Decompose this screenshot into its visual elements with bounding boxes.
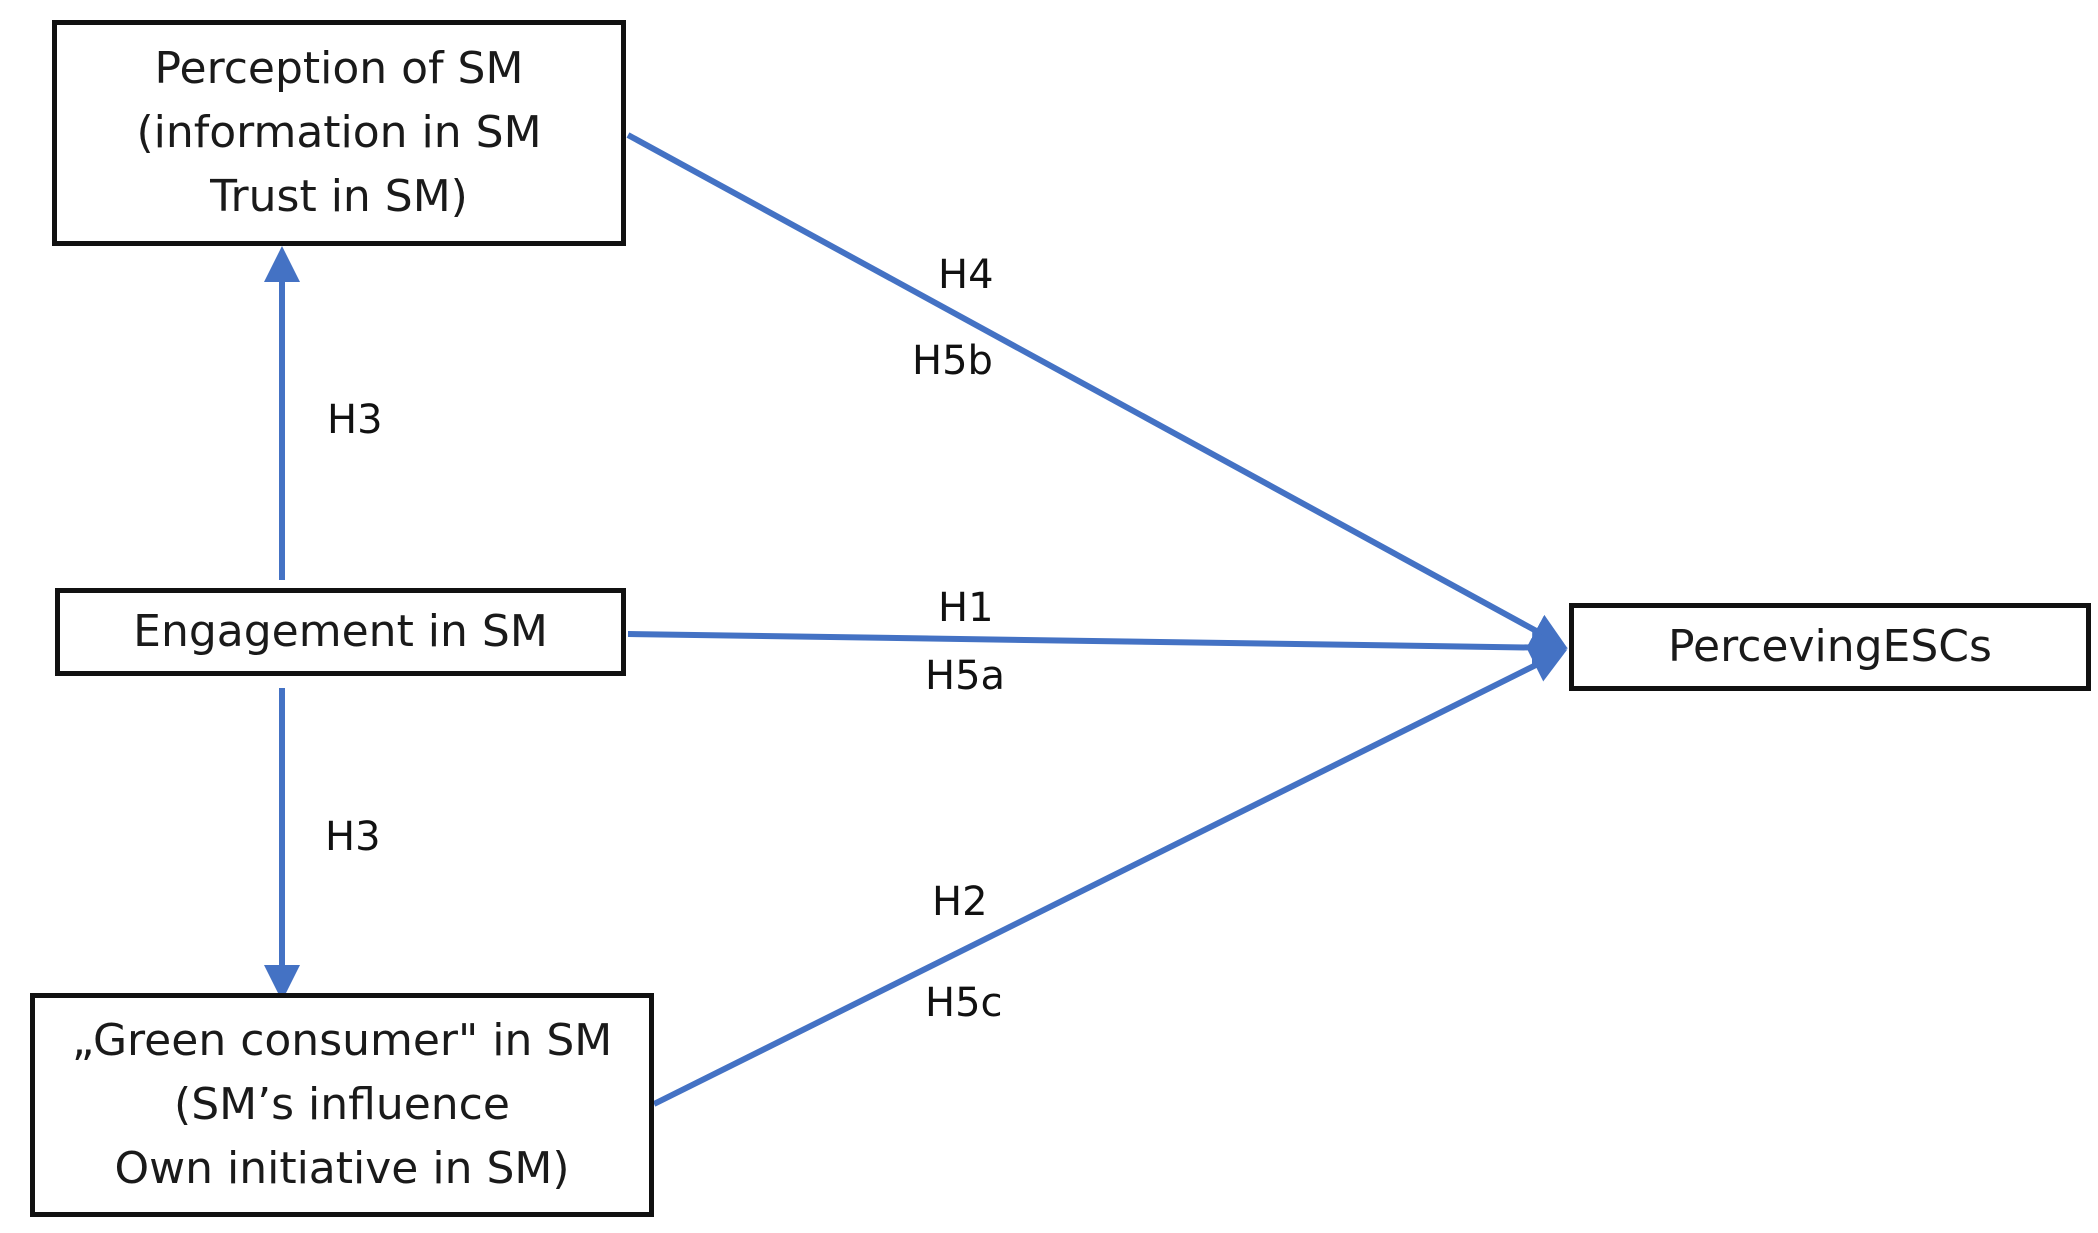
edge-label-h5b: H5b: [912, 338, 993, 384]
perceiving-escs-line-1: PercevingESCs: [1668, 621, 1992, 672]
edge-label-h4: H4: [938, 252, 994, 298]
edge-label-h2: H2: [932, 879, 988, 925]
edge-label-h5c: H5c: [925, 980, 1003, 1026]
perception-line-2: (information in SM: [136, 107, 542, 158]
edge-label-h3-up: H3: [327, 397, 383, 443]
green-consumer-line-3: Own initiative in SM): [114, 1143, 570, 1194]
arrow-engagement-to-esc: [627, 629, 1568, 666]
edge-label-h5a: H5a: [925, 653, 1006, 699]
green-consumer-box: „Green consumer" in SM (SM’s influence O…: [30, 993, 654, 1217]
engagement-in-sm-box: Engagement in SM: [55, 588, 626, 676]
perception-line-3: Trust in SM): [210, 171, 468, 222]
edge-label-h1: H1: [938, 585, 994, 631]
perception-line-1: Perception of SM: [154, 43, 524, 94]
perceiving-escs-box: PercevingESCs: [1569, 603, 2091, 691]
perception-of-sm-box: Perception of SM (information in SM Trus…: [52, 20, 626, 246]
arrow-green-consumer-to-esc: [652, 649, 1568, 1107]
engagement-line-1: Engagement in SM: [133, 606, 548, 657]
arrow-perception-to-esc: [626, 132, 1568, 648]
green-consumer-line-2: (SM’s influence: [174, 1079, 510, 1130]
green-consumer-line-1: „Green consumer" in SM: [71, 1015, 613, 1066]
edge-label-h3-down: H3: [325, 814, 381, 860]
